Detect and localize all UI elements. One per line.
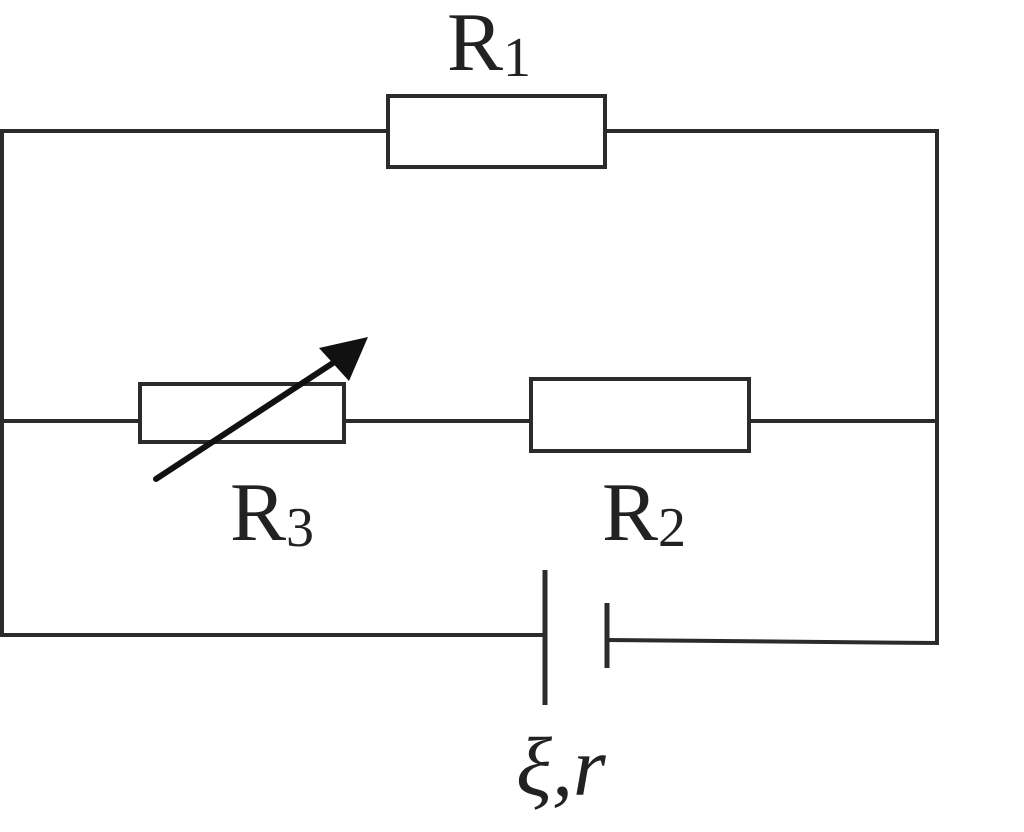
resistor-r2 xyxy=(529,377,751,453)
label-r3: R3 xyxy=(230,466,314,559)
label-r2: R2 xyxy=(602,466,686,559)
label-r1: R1 xyxy=(447,0,531,89)
bottom-wire-right xyxy=(604,637,940,646)
resistor-r1 xyxy=(386,94,607,169)
label-source: ξ,r xyxy=(516,721,606,814)
rheostat-arrow-head xyxy=(319,337,368,381)
rheostat-arrow-line xyxy=(153,358,339,482)
resistor-r3 xyxy=(138,382,346,444)
